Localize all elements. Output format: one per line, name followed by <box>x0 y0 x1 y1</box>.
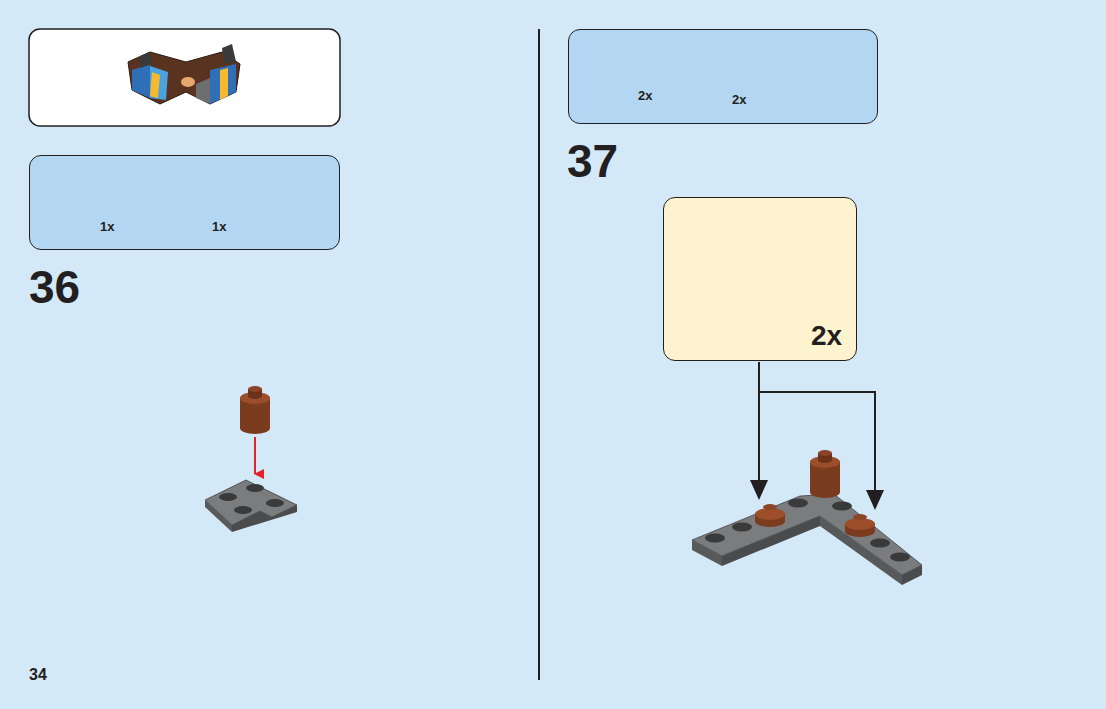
round-plate <box>755 504 785 527</box>
callout-box: 2x <box>663 197 857 361</box>
quantity-label: 2x <box>811 322 842 350</box>
quantity-label: 1x <box>212 220 226 233</box>
parts-list-box: 2x 2x <box>568 29 878 124</box>
step-number: 37 <box>567 138 618 184</box>
column-divider <box>538 29 540 680</box>
round-brick <box>810 450 840 498</box>
placement-arrow <box>254 437 256 474</box>
assembled-plates <box>692 494 922 585</box>
quantity-label: 2x <box>732 93 746 106</box>
spaceship-model <box>128 44 240 104</box>
round-plate <box>845 514 875 537</box>
callout-lines <box>750 362 884 510</box>
step-number: 36 <box>29 264 80 310</box>
quantity-label: 1x <box>100 220 114 233</box>
quantity-label: 2x <box>638 89 652 102</box>
parts-list-box: 1x 1x <box>29 155 340 250</box>
page-number: 34 <box>29 667 47 683</box>
overview-box <box>29 29 340 126</box>
round-brick <box>240 386 270 434</box>
corner-plate <box>205 480 297 532</box>
